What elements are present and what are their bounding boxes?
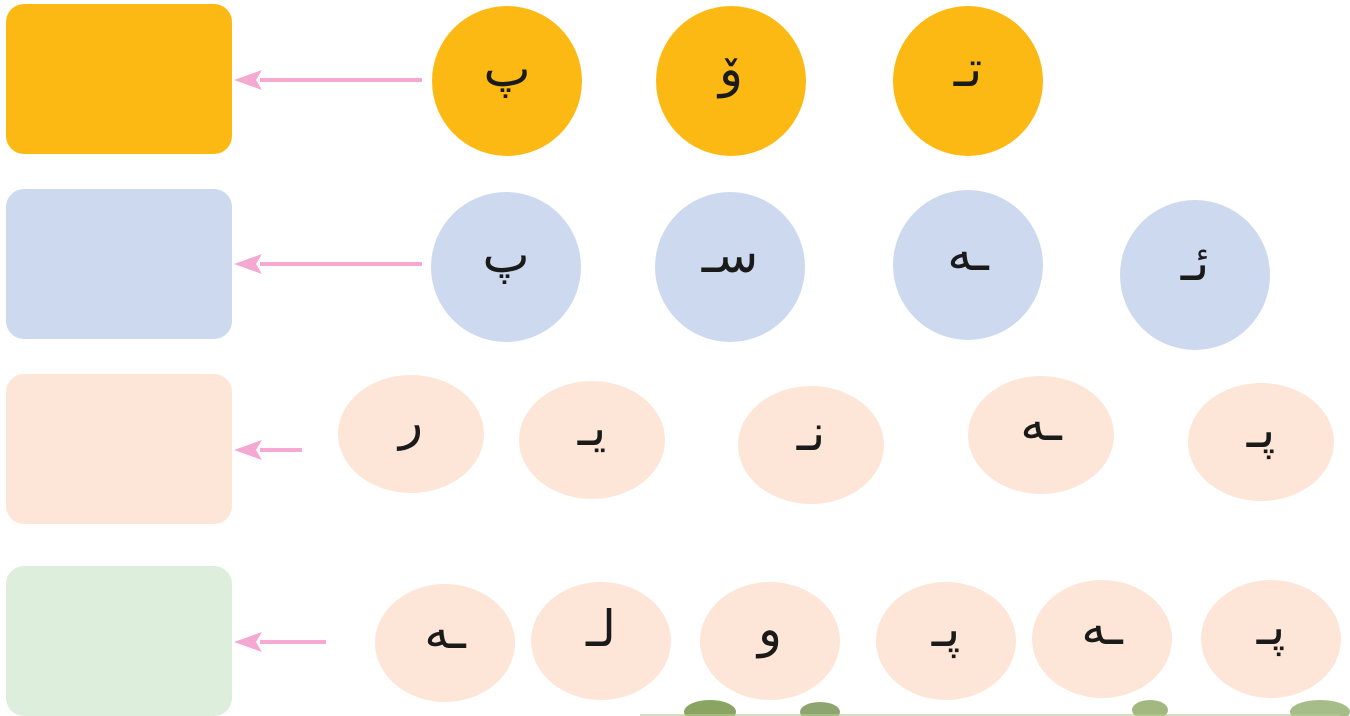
letter-bubble[interactable]: ئـ xyxy=(1120,200,1270,350)
letter: ـه xyxy=(1020,398,1061,448)
answer-box-4[interactable] xyxy=(6,566,232,716)
letter: تـ xyxy=(954,44,983,94)
letter: نـ xyxy=(797,408,826,458)
letter-bubble[interactable]: ـه xyxy=(1032,580,1172,698)
letter-bubble[interactable]: و xyxy=(700,582,840,700)
arrow-left-icon xyxy=(234,438,304,462)
letter: پ xyxy=(482,230,529,280)
letter: ـه xyxy=(947,228,988,278)
letter-bubble[interactable]: پـ xyxy=(876,582,1016,700)
letter-bubble[interactable]: پـ xyxy=(1201,580,1341,698)
letter: ـه xyxy=(1081,602,1122,652)
letter: پـ xyxy=(1247,405,1276,455)
tree-scenery-icon xyxy=(520,690,1350,716)
letter: لـ xyxy=(586,604,616,654)
arrow-left-icon xyxy=(234,630,328,654)
letter: ۆ xyxy=(719,44,743,94)
letter-bubble[interactable]: لـ xyxy=(531,582,671,700)
letter-bubble[interactable]: ـه xyxy=(375,584,515,702)
letter-bubble[interactable]: پ xyxy=(431,192,581,342)
letter: پـ xyxy=(932,604,961,654)
letter-bubble[interactable]: ر xyxy=(338,375,484,493)
answer-box-1[interactable] xyxy=(6,4,232,154)
answer-box-2[interactable] xyxy=(6,189,232,339)
letter-bubble[interactable]: سـ xyxy=(655,192,805,342)
arrow-left-icon xyxy=(234,68,424,92)
letter-bubble[interactable]: پـ xyxy=(1188,383,1334,501)
letter: پ xyxy=(483,44,530,94)
letter-bubble[interactable]: تـ xyxy=(893,6,1043,156)
letter-bubble[interactable]: يـ xyxy=(519,381,665,499)
letter-bubble[interactable]: ـه xyxy=(893,190,1043,340)
letter: يـ xyxy=(578,403,607,453)
arrow-left-icon xyxy=(234,252,424,276)
letter: پـ xyxy=(1257,602,1286,652)
letter: ـه xyxy=(424,606,465,656)
answer-box-3[interactable] xyxy=(6,374,232,524)
letter-bubble[interactable]: ۆ xyxy=(656,6,806,156)
letter-bubble[interactable]: نـ xyxy=(738,386,884,504)
letter: سـ xyxy=(702,230,759,280)
letter: ر xyxy=(399,397,423,447)
letter: ئـ xyxy=(1181,238,1210,288)
letter: و xyxy=(758,604,782,654)
letter-bubble[interactable]: پ xyxy=(432,6,582,156)
letter-bubble[interactable]: ـه xyxy=(968,376,1114,494)
